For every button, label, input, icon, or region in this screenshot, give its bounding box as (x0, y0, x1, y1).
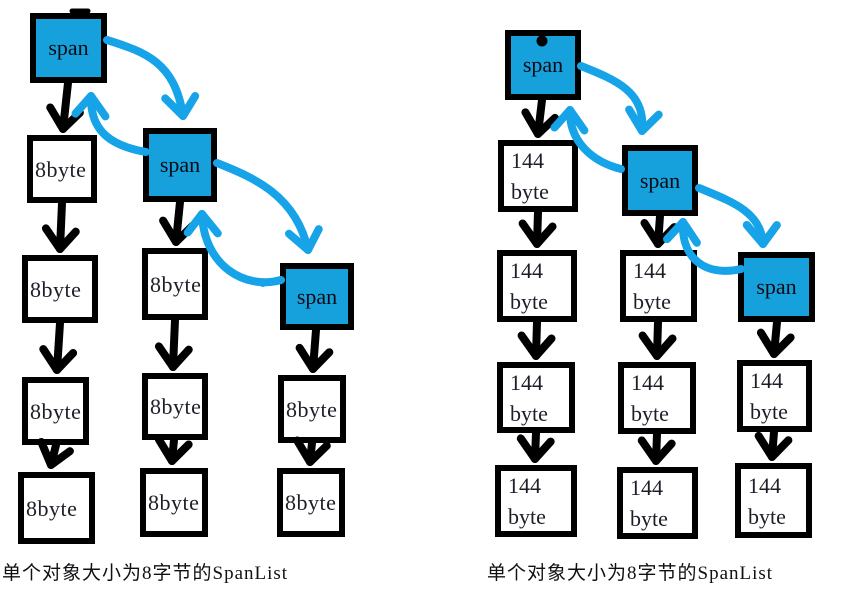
right-object-c2-r3: 144 byte (617, 467, 698, 539)
object-label: 8byte (26, 495, 78, 521)
object-label: 144 byte (748, 472, 786, 529)
next-arrow (518, 208, 557, 248)
object-label: 144 byte (510, 369, 548, 426)
right-object-c1-r1: 144 byte (498, 140, 578, 212)
left-object-c3-r2: 8byte (277, 468, 345, 537)
right-object-c2-r2: 144 byte (618, 362, 696, 434)
next-arrow (46, 79, 84, 133)
next-arrow (637, 430, 676, 465)
object-label: 144 byte (511, 148, 549, 204)
object-label: 8byte (30, 398, 82, 424)
left-span-1: span (30, 13, 107, 83)
right-span-1: span (505, 30, 581, 100)
left-object-c1-r4: 8byte (18, 472, 95, 544)
object-label: 144 byte (510, 258, 548, 314)
object-label: 8byte (150, 271, 202, 297)
right-object-c1-r4: 144 byte (495, 465, 577, 537)
span-prev-link (71, 92, 150, 156)
left-object-c2-r1: 8byte (142, 248, 208, 320)
right-object-c3-r2: 144 byte (735, 463, 812, 538)
left-object-c1-r1: 8byte (27, 135, 97, 203)
next-arrow (39, 319, 78, 374)
span-next-link (577, 62, 663, 135)
left-object-c2-r3: 8byte (140, 468, 208, 537)
next-arrow (159, 198, 197, 246)
next-arrow (516, 429, 555, 463)
left-span-3-label: span (296, 283, 338, 309)
object-label: 8byte (30, 276, 82, 302)
left-span-3: span (280, 263, 354, 330)
next-arrow (754, 428, 793, 461)
next-arrow (640, 212, 679, 248)
right-object-c3-r1: 144 byte (737, 360, 812, 432)
right-object-c2-r1: 144 byte (620, 250, 697, 322)
next-arrow (293, 436, 331, 466)
span-prev-link (183, 210, 285, 287)
list-head-marks (69, 8, 548, 47)
object-label: 8byte (35, 156, 87, 182)
right-object-c1-r3: 144 byte (497, 362, 575, 433)
object-label: 144 byte (633, 258, 671, 314)
left-span-2: span (143, 128, 217, 202)
right-span-3: span (738, 252, 815, 322)
stray-dot (260, 281, 266, 287)
left-caption: 单个对象大小为8字节的SpanList (2, 563, 289, 584)
left-object-c1-r2: 8byte (22, 255, 98, 323)
object-label: 144 byte (630, 475, 668, 531)
next-arrow (521, 96, 560, 138)
next-arrow (37, 437, 74, 469)
right-span-2-label: span (639, 167, 681, 193)
span-next-link (695, 184, 781, 248)
left-object-c1-r3: 8byte (22, 377, 89, 445)
left-object-c3-r1: 8byte (278, 375, 346, 443)
left-span-1-label: span (48, 35, 89, 60)
next-arrow (756, 318, 795, 358)
object-label: 8byte (286, 396, 338, 422)
object-label: 144 byte (508, 473, 546, 529)
object-label: 144 byte (750, 368, 788, 424)
next-arrow (517, 318, 556, 360)
right-caption: 单个对象大小为8字节的SpanList (487, 563, 774, 584)
next-arrow (638, 318, 677, 360)
right-span-3-label: span (756, 274, 797, 299)
object-label: 8byte (148, 490, 200, 515)
object-label: 8byte (150, 394, 202, 419)
object-label: 144 byte (631, 370, 669, 426)
next-arrow (154, 435, 193, 465)
left-span-2-label: span (159, 152, 201, 177)
object-label: 8byte (285, 490, 337, 515)
next-arrow (295, 326, 334, 373)
next-arrow (41, 199, 80, 253)
right-span-2: span (622, 145, 698, 216)
right-object-c1-r2: 144 byte (497, 250, 577, 322)
next-arrow (154, 316, 193, 371)
left-object-c2-r2: 8byte (142, 373, 208, 440)
right-span-1-label: span (522, 52, 564, 77)
span-next-link (213, 159, 323, 254)
span-next-link (103, 36, 200, 120)
